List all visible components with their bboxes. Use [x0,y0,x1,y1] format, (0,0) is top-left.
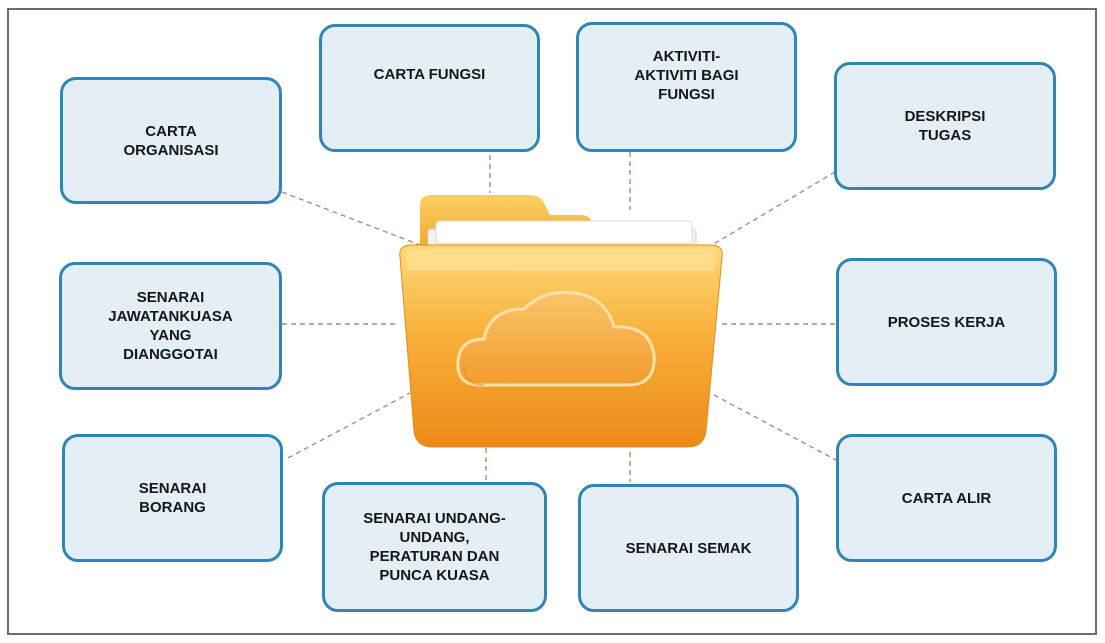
connector-carta-alir [713,394,837,461]
node-label: SENARAI JAWATANKUASA YANG DIANGGOTAI [108,289,233,363]
node-label: CARTA ORGANISASI [123,122,219,159]
node-label: CARTA ALIR [901,489,992,507]
node-carta-alir: CARTA ALIR [836,434,1057,562]
connector-carta-organisasi [281,191,421,246]
node-senarai-semak: SENARAI SEMAK [578,484,799,612]
node-aktiviti-bagi-fungsi: AKTIVITI- AKTIVITI BAGI FUNGSI [576,22,797,152]
node-senarai-undang-undang: SENARAI UNDANG- UNDANG, PERATURAN DAN PU… [322,482,547,612]
folder-cloud-icon [399,195,723,448]
node-proses-kerja: PROSES KERJA [836,258,1057,386]
node-senarai-borang: SENARAI BORANG [62,434,283,562]
node-carta-organisasi: CARTA ORGANISASI [60,77,282,204]
node-senarai-jawatankuasa: SENARAI JAWATANKUASA YANG DIANGGOTAI [59,262,282,390]
connector-deskripsi-tugas [711,171,836,246]
node-label: PROSES KERJA [887,313,1006,331]
node-label: SENARAI SEMAK [625,539,752,557]
node-deskripsi-tugas: DESKRIPSI TUGAS [834,62,1056,190]
node-label: SENARAI BORANG [138,480,207,516]
node-label: DESKRIPSI TUGAS [904,108,986,144]
node-label: SENARAI UNDANG- UNDANG, PERATURAN DAN PU… [363,510,506,584]
node-label: CARTA FUNGSI [373,66,486,83]
node-label: AKTIVITI- AKTIVITI BAGI FUNGSI [634,48,739,103]
node-carta-fungsi: CARTA FUNGSI [319,24,540,152]
